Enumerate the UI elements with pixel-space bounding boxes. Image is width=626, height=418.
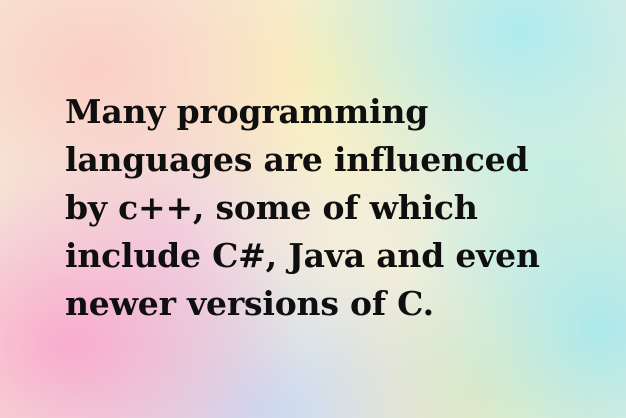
quote-line-4: include C#, Java and even — [65, 236, 540, 275]
quote-line-1: Many programming — [65, 92, 429, 131]
quote-line-2: languages are influenced — [65, 140, 529, 179]
quote-line-5: newer versions of C. — [65, 284, 434, 323]
quote-line-3: by c++, some of which — [65, 188, 478, 227]
quote-text: Many programming languages are influence… — [65, 88, 605, 328]
